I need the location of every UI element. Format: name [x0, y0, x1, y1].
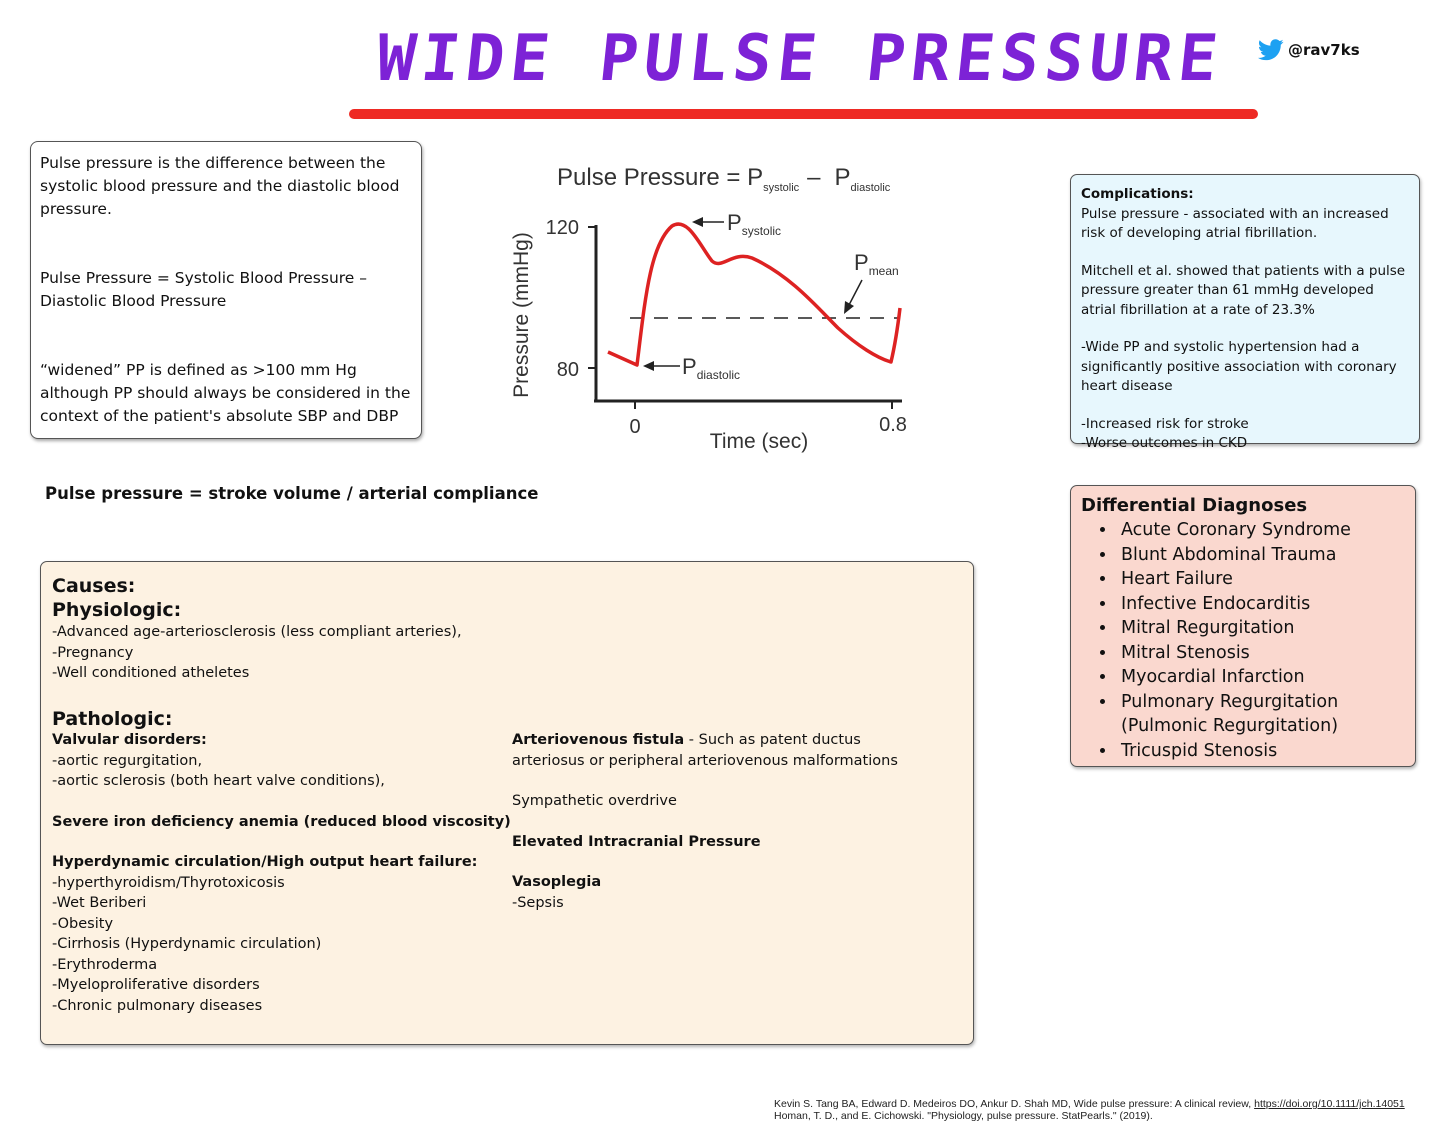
widened-pp-definition: “widened” PP is defined as >100 mm Hg al…: [40, 361, 411, 425]
list-item: Blunt Abdominal Trauma: [1117, 543, 1405, 568]
svg-text:Pulse Pressure = Psystolic–Pdi: Pulse Pressure = Psystolic–Pdiastolic: [557, 164, 891, 194]
x-tick-0: 0: [629, 416, 640, 438]
pressure-curve: [607, 222, 902, 367]
graph-sub-systolic: systolic: [763, 182, 800, 194]
differential-title: Differential Diagnoses: [1081, 495, 1308, 516]
graph-p-letter: P: [835, 164, 851, 191]
graph-sub-diastolic: diastolic: [851, 182, 891, 194]
list-item: -Erythroderma: [52, 956, 158, 973]
handle-text: @rav7ks: [1288, 41, 1360, 59]
pathologic-title: Pathologic:: [52, 708, 173, 730]
label-diastolic: Pdiastolic: [682, 354, 740, 382]
av-fistula-cause: Arteriovenous fistula - Such as patent d…: [512, 732, 898, 769]
sympathetic-cause: Sympathetic overdrive: [512, 793, 677, 809]
causes-pathologic-left: Pathologic: Valvular disorders: -aortic …: [52, 707, 512, 1016]
list-item: -Chronic pulmonary diseases: [52, 997, 263, 1014]
list-item: Acute Coronary Syndrome: [1117, 518, 1405, 543]
list-item: -Myeloproliferative disorders: [52, 977, 260, 993]
list-item: Tricuspid Stenosis: [1117, 739, 1405, 764]
list-item: -Well conditioned atheletes: [52, 665, 250, 681]
anemia-cause: Severe iron deficiency anemia (reduced b…: [52, 813, 511, 830]
y-axis-label: Pressure (mmHg): [510, 232, 533, 398]
list-item: Myocardial Infarction: [1117, 665, 1405, 690]
causes-box: Causes: Physiologic: -Advanced age-arter…: [40, 561, 974, 1045]
reference-1-link[interactable]: https://doi.org/10.1111/jch.14051: [1254, 1098, 1405, 1110]
reference-1: Kevin S. Tang BA, Edward D. Medeiros DO,…: [774, 1098, 1405, 1110]
title-underline: [349, 109, 1258, 119]
pulse-pressure-graph: Pulse Pressure = Psystolic–Pdiastolic 12…: [510, 164, 907, 453]
x-axis-label: Time (sec): [710, 430, 808, 453]
twitter-bird-icon: [1258, 39, 1284, 61]
label-systolic: Psystolic: [727, 210, 781, 238]
x-tick-0-8: 0.8: [879, 414, 907, 436]
list-item: -aortic regurgitation,: [52, 752, 203, 769]
list-item: -Obesity: [52, 915, 114, 932]
list-item: -aortic sclerosis (both heart valve cond…: [52, 773, 385, 789]
list-item: Pulmonary Regurgitation (Pulmonic Regurg…: [1117, 690, 1405, 739]
complications-af: Pulse pressure - associated with an incr…: [1081, 205, 1389, 242]
icp-cause: Elevated Intracranial Pressure: [512, 833, 761, 850]
complications-box: Complications: Pulse pressure - associat…: [1070, 174, 1420, 451]
complications-ckd: -Worse outcomes in CKD: [1081, 435, 1248, 451]
list-item: -Cirrhosis (Hyperdynamic circulation): [52, 936, 322, 952]
y-tick-120: 120: [546, 217, 579, 239]
physiologic-title: Physiologic:: [52, 599, 182, 621]
y-tick-80: 80: [557, 359, 579, 381]
list-item: Mitral Regurgitation: [1117, 616, 1405, 641]
causes-pathologic-right: Arteriovenous fistula - Such as patent d…: [512, 730, 932, 913]
list-item: -Pregnancy: [52, 644, 134, 661]
definition-text: Pulse pressure is the difference between…: [40, 154, 400, 218]
list-item: Infective Endocarditis: [1117, 592, 1405, 617]
graph-equation-lhs: Pulse Pressure = P: [557, 164, 763, 191]
differential-list: Acute Coronary Syndrome Blunt Abdominal …: [1081, 518, 1405, 763]
differential-diagnoses-box: Differential Diagnoses Acute Coronary Sy…: [1070, 485, 1416, 767]
complications-stroke: -Increased risk for stroke: [1081, 415, 1249, 432]
complications-chd: -Wide PP and systolic hypertension had a…: [1081, 339, 1397, 394]
complications-mitchell: Mitchell et al. showed that patients wit…: [1081, 262, 1406, 318]
page-title: WIDE PULSE PRESSURE: [373, 22, 1227, 96]
hyperdynamic-title: Hyperdynamic circulation/High output hea…: [52, 854, 478, 870]
definition-box: Pulse pressure is the difference between…: [30, 141, 422, 439]
list-item: -Wet Beriberi: [52, 895, 147, 911]
pulse-pressure-formula: Pulse Pressure = Systolic Blood Pressure…: [40, 269, 368, 310]
causes-title: Causes:: [52, 575, 136, 597]
graph-minus: –: [807, 164, 821, 191]
vasoplegia-title: Vasoplegia: [512, 874, 602, 890]
reference-2: Homan, T. D., and E. Cichowski. "Physiol…: [774, 1110, 1153, 1122]
list-item: Mitral Stenosis: [1117, 641, 1405, 666]
valvular-title: Valvular disorders:: [52, 732, 207, 748]
list-item: Heart Failure: [1117, 567, 1405, 592]
list-item: -Advanced age-arteriosclerosis (less com…: [52, 624, 462, 640]
complications-title: Complications:: [1081, 186, 1194, 202]
references: Kevin S. Tang BA, Edward D. Medeiros DO,…: [774, 1098, 1405, 1122]
list-item: -hyperthyroidism/Thyrotoxicosis: [52, 874, 285, 891]
label-mean: Pmean: [854, 250, 899, 278]
stroke-volume-equation: Pulse pressure = stroke volume / arteria…: [45, 484, 539, 503]
list-item: -Sepsis: [512, 894, 564, 911]
twitter-handle[interactable]: @rav7ks: [1258, 38, 1360, 62]
